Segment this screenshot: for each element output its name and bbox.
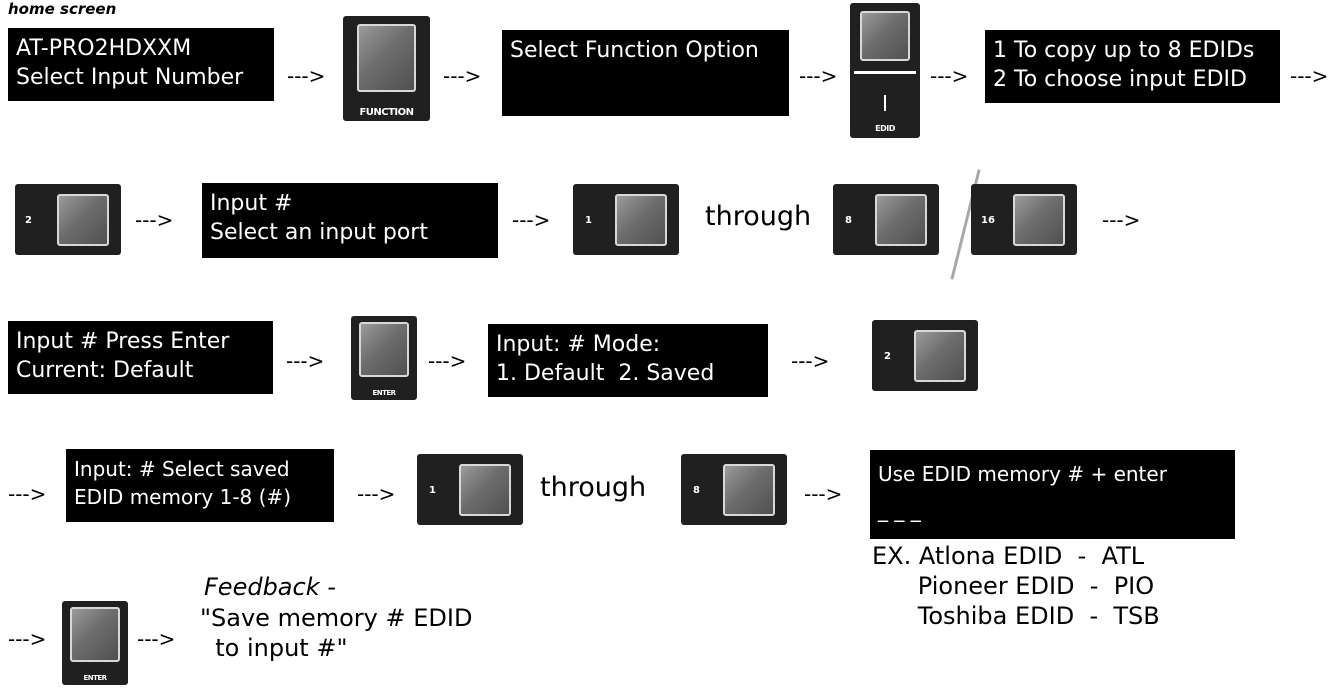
button-8[interactable]: 8 xyxy=(681,454,787,525)
button-number: 2 xyxy=(25,215,32,226)
lcd-use-edid-memory: Use EDID memory # + enter _ _ _ xyxy=(870,450,1235,539)
enter-label: ENTER xyxy=(372,389,396,397)
button-number: 2 xyxy=(884,351,891,362)
enter-button[interactable]: ENTER xyxy=(62,601,128,685)
lcd-select-input-port: Input # Select an input port xyxy=(202,183,498,258)
arrow: ---> xyxy=(135,208,174,232)
feedback-text: "Save memory # EDID to input #" xyxy=(200,604,473,662)
arrow: ---> xyxy=(791,349,830,373)
arrow: ---> xyxy=(8,627,47,651)
key[interactable] xyxy=(615,194,667,246)
key[interactable] xyxy=(875,194,927,246)
arrow: ---> xyxy=(287,64,326,88)
function-key[interactable] xyxy=(357,24,416,92)
lcd-select-function: Select Function Option xyxy=(502,30,789,116)
button-number: 8 xyxy=(845,215,852,226)
button-1[interactable]: 1 xyxy=(417,454,523,525)
button-16[interactable]: 16 xyxy=(971,184,1077,255)
enter-key[interactable] xyxy=(70,607,120,662)
divider-line xyxy=(854,71,916,74)
arrow: ---> xyxy=(137,627,176,651)
key[interactable] xyxy=(1013,194,1065,246)
lcd-press-enter: Input # Press Enter Current: Default xyxy=(8,321,273,394)
enter-key[interactable] xyxy=(359,322,409,377)
lcd-edid-options: 1 To copy up to 8 EDIDs 2 To choose inpu… xyxy=(985,30,1280,103)
arrow: ---> xyxy=(286,349,325,373)
arrow: ---> xyxy=(428,349,467,373)
arrow: ---> xyxy=(1102,208,1141,232)
button-1[interactable]: 1 xyxy=(573,184,679,255)
one-mark xyxy=(884,95,886,111)
enter-button[interactable]: ENTER xyxy=(351,316,417,400)
arrow: ---> xyxy=(1290,64,1329,88)
key[interactable] xyxy=(914,330,966,382)
button-number: 1 xyxy=(429,485,436,496)
arrow: ---> xyxy=(512,208,551,232)
key[interactable] xyxy=(57,194,109,246)
button-2[interactable]: 2 xyxy=(872,320,978,391)
button-number: 16 xyxy=(981,215,995,226)
button-8[interactable]: 8 xyxy=(833,184,939,255)
arrow: ---> xyxy=(930,64,969,88)
button-number: 8 xyxy=(693,485,700,496)
lcd-home-screen: AT-PRO2HDXXM Select Input Number xyxy=(8,28,274,101)
arrow: ---> xyxy=(357,482,396,506)
edid-examples: EX. Atlona EDID - ATL Pioneer EDID - PIO… xyxy=(872,542,1160,630)
arrow: ---> xyxy=(804,482,843,506)
home-screen-title: home screen xyxy=(8,0,117,18)
button-2[interactable]: 2 xyxy=(15,184,121,255)
edid-label: EDID xyxy=(875,124,895,133)
arrow: ---> xyxy=(8,482,47,506)
arrow: ---> xyxy=(799,64,838,88)
button-number: 1 xyxy=(585,215,592,226)
enter-label: ENTER xyxy=(83,674,107,682)
key[interactable] xyxy=(459,464,511,516)
edid-key[interactable] xyxy=(860,11,910,61)
lcd-mode: Input: # Mode: 1. Default 2. Saved xyxy=(488,324,768,397)
edid-button[interactable]: EDID xyxy=(850,3,920,138)
through-label: through xyxy=(705,201,812,232)
through-label: through xyxy=(540,472,647,503)
function-label: FUNCTION xyxy=(359,107,414,118)
lcd-select-saved: Input: # Select saved EDID memory 1-8 (#… xyxy=(66,449,334,522)
function-button[interactable]: FUNCTION xyxy=(343,16,430,121)
feedback-title: Feedback - xyxy=(204,573,336,601)
key[interactable] xyxy=(723,464,775,516)
arrow: ---> xyxy=(443,64,482,88)
